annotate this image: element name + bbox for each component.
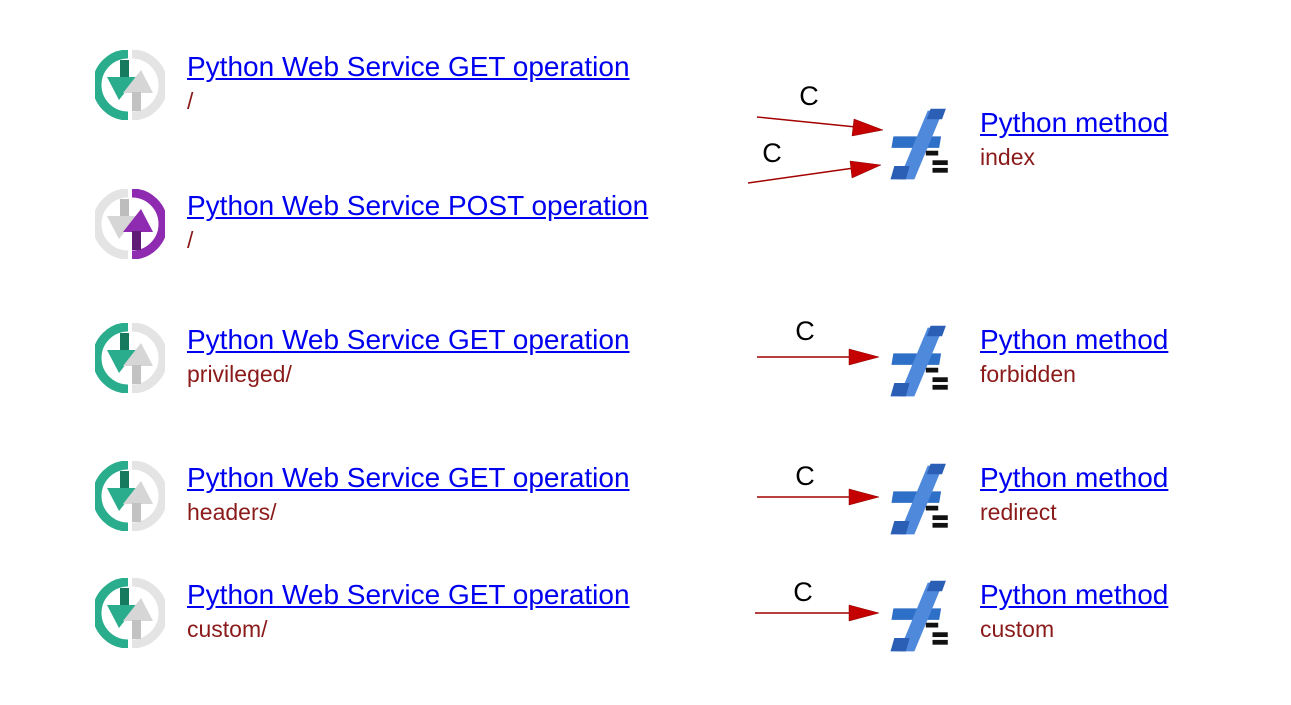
call-arrow-head [848,604,880,622]
web-service-node: Python Web Service GET operation / [95,50,630,120]
web-service-link[interactable]: Python Web Service GET operation [187,324,630,355]
call-edge-label: C [795,316,815,346]
call-arrow-head [848,488,880,506]
web-service-link[interactable]: Python Web Service POST operation [187,190,649,221]
call-arrow-head [851,118,884,137]
method-name: forbidden [980,361,1076,387]
web-service-path: custom/ [187,616,268,642]
python-method-link[interactable]: Python method [980,579,1169,610]
call-edge: C [747,138,882,184]
web-service-path: / [187,88,194,114]
web-service-path: / [187,227,194,253]
method-name: index [980,144,1035,170]
python-method-node: Python method forbidden [884,320,1168,404]
web-service-node: Python Web Service POST operation / [95,189,648,259]
web-service-node: Python Web Service GET operation headers… [95,461,630,531]
web-service-link[interactable]: Python Web Service GET operation [187,51,630,82]
web-service-path: headers/ [187,499,277,525]
call-arrow-line [747,167,855,184]
call-edge: C [757,316,880,366]
web-service-path: privileged/ [187,361,292,387]
call-arrow-head [848,348,880,366]
call-edge: C [757,461,880,506]
call-edge-label: C [799,81,819,111]
web-service-node: Python Web Service GET operation privile… [95,323,630,393]
method-name: custom [980,616,1055,642]
python-method-node: Python method index [884,103,1168,187]
call-arrow-line [756,116,857,128]
python-method-node: Python method custom [884,575,1168,659]
web-service-link[interactable]: Python Web Service GET operation [187,579,630,610]
call-edge-label: C [793,577,813,607]
call-arrow-head [849,160,882,179]
web-service-node: Python Web Service GET operation custom/ [95,578,630,648]
call-edge: C [755,577,880,622]
call-edge-label: C [795,461,815,491]
call-edge: C [756,81,884,137]
call-edge-label: C [762,138,782,168]
python-method-link[interactable]: Python method [980,107,1169,138]
python-method-link[interactable]: Python method [980,462,1169,493]
method-name: redirect [980,499,1057,525]
python-method-link[interactable]: Python method [980,324,1169,355]
python-method-node: Python method redirect [884,458,1168,542]
web-service-link[interactable]: Python Web Service GET operation [187,462,630,493]
